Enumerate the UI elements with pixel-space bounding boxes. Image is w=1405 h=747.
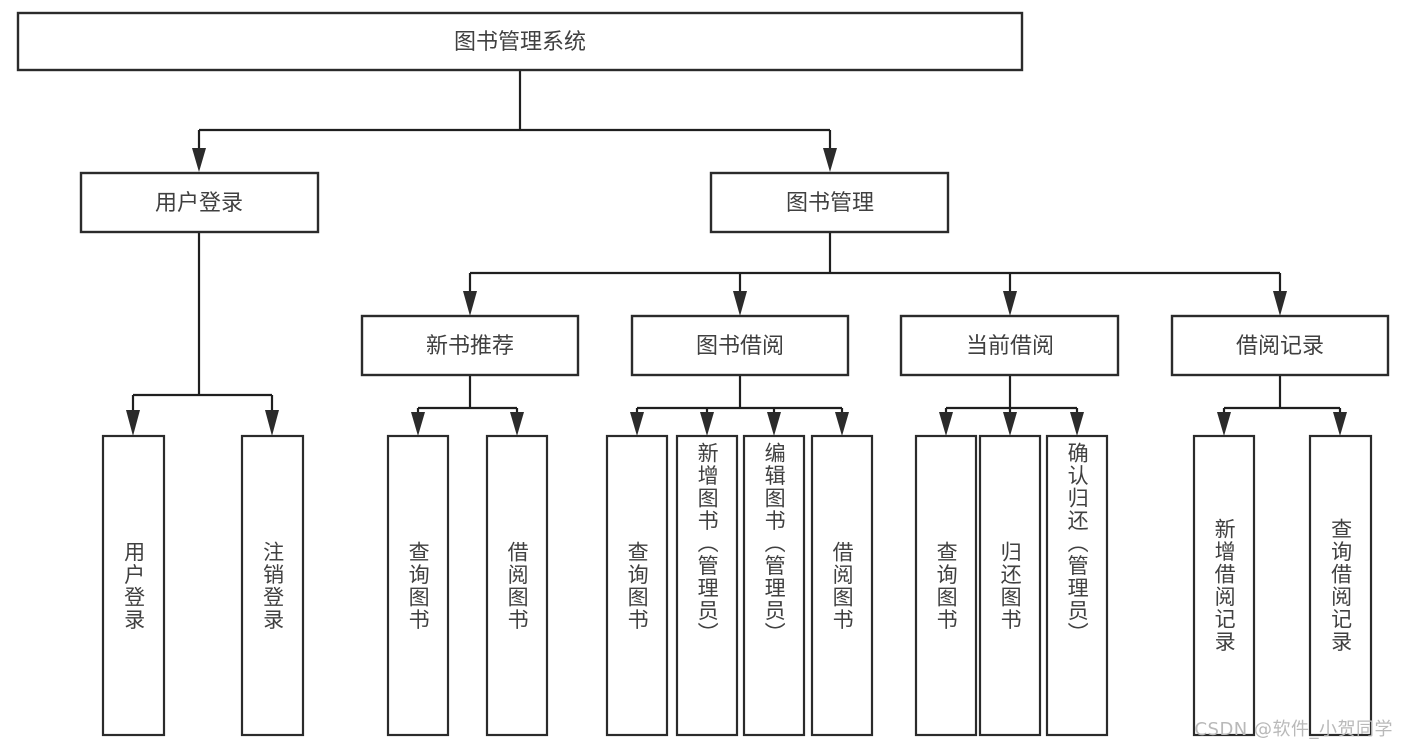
connector-newbook-to-leaves (411, 375, 524, 436)
node-user-login-label: 用户登录 (155, 191, 243, 216)
connector-bookborrow-to-leaves (630, 375, 849, 436)
connector-userlogin-to-leaves (126, 232, 279, 436)
node-root-label: 图书管理系统 (454, 30, 586, 55)
node-borrow-record[interactable]: 借阅记录 (1170, 314, 1390, 377)
node-user-login[interactable]: 用户登录 (79, 171, 320, 234)
leaf-box-query-book-2[interactable] (605, 434, 669, 737)
node-current-borrow-label: 当前借阅 (966, 334, 1054, 359)
leaf-box-edit-book[interactable] (742, 434, 806, 737)
leaf-box-add-record[interactable] (1192, 434, 1256, 737)
leaf-box-user-logout[interactable] (240, 434, 305, 737)
connector-borrowrecord-to-leaves (1217, 375, 1347, 436)
leaf-boxes (101, 434, 1373, 737)
leaf-box-confirm-return[interactable] (1045, 434, 1109, 737)
node-book-manage-label: 图书管理 (786, 191, 874, 216)
node-book-manage[interactable]: 图书管理 (709, 171, 950, 234)
leaf-box-borrow-book-2[interactable] (810, 434, 874, 737)
node-book-borrow-label: 图书借阅 (696, 334, 784, 359)
leaf-box-add-book[interactable] (675, 434, 739, 737)
connector-currentborrow-to-leaves (939, 375, 1084, 436)
leaf-box-return-book[interactable] (978, 434, 1042, 737)
leaf-box-borrow-book-1[interactable] (485, 434, 549, 737)
csdn-watermark: CSDN @软件_小贺同学 (1194, 719, 1393, 740)
leaf-box-query-book-1[interactable] (386, 434, 450, 737)
node-new-book-recommend[interactable]: 新书推荐 (360, 314, 580, 377)
node-book-borrow[interactable]: 图书借阅 (630, 314, 850, 377)
connector-root-to-level2 (192, 70, 837, 172)
node-current-borrow[interactable]: 当前借阅 (899, 314, 1120, 377)
node-borrow-record-label: 借阅记录 (1236, 334, 1324, 359)
connector-bookmanage-to-level3 (463, 232, 1287, 316)
node-root[interactable]: 图书管理系统 (16, 11, 1024, 72)
leaf-box-query-book-3[interactable] (914, 434, 978, 737)
node-new-book-recommend-label: 新书推荐 (426, 334, 514, 359)
leaf-box-query-record[interactable] (1308, 434, 1373, 737)
leaf-box-user-login[interactable] (101, 434, 166, 737)
